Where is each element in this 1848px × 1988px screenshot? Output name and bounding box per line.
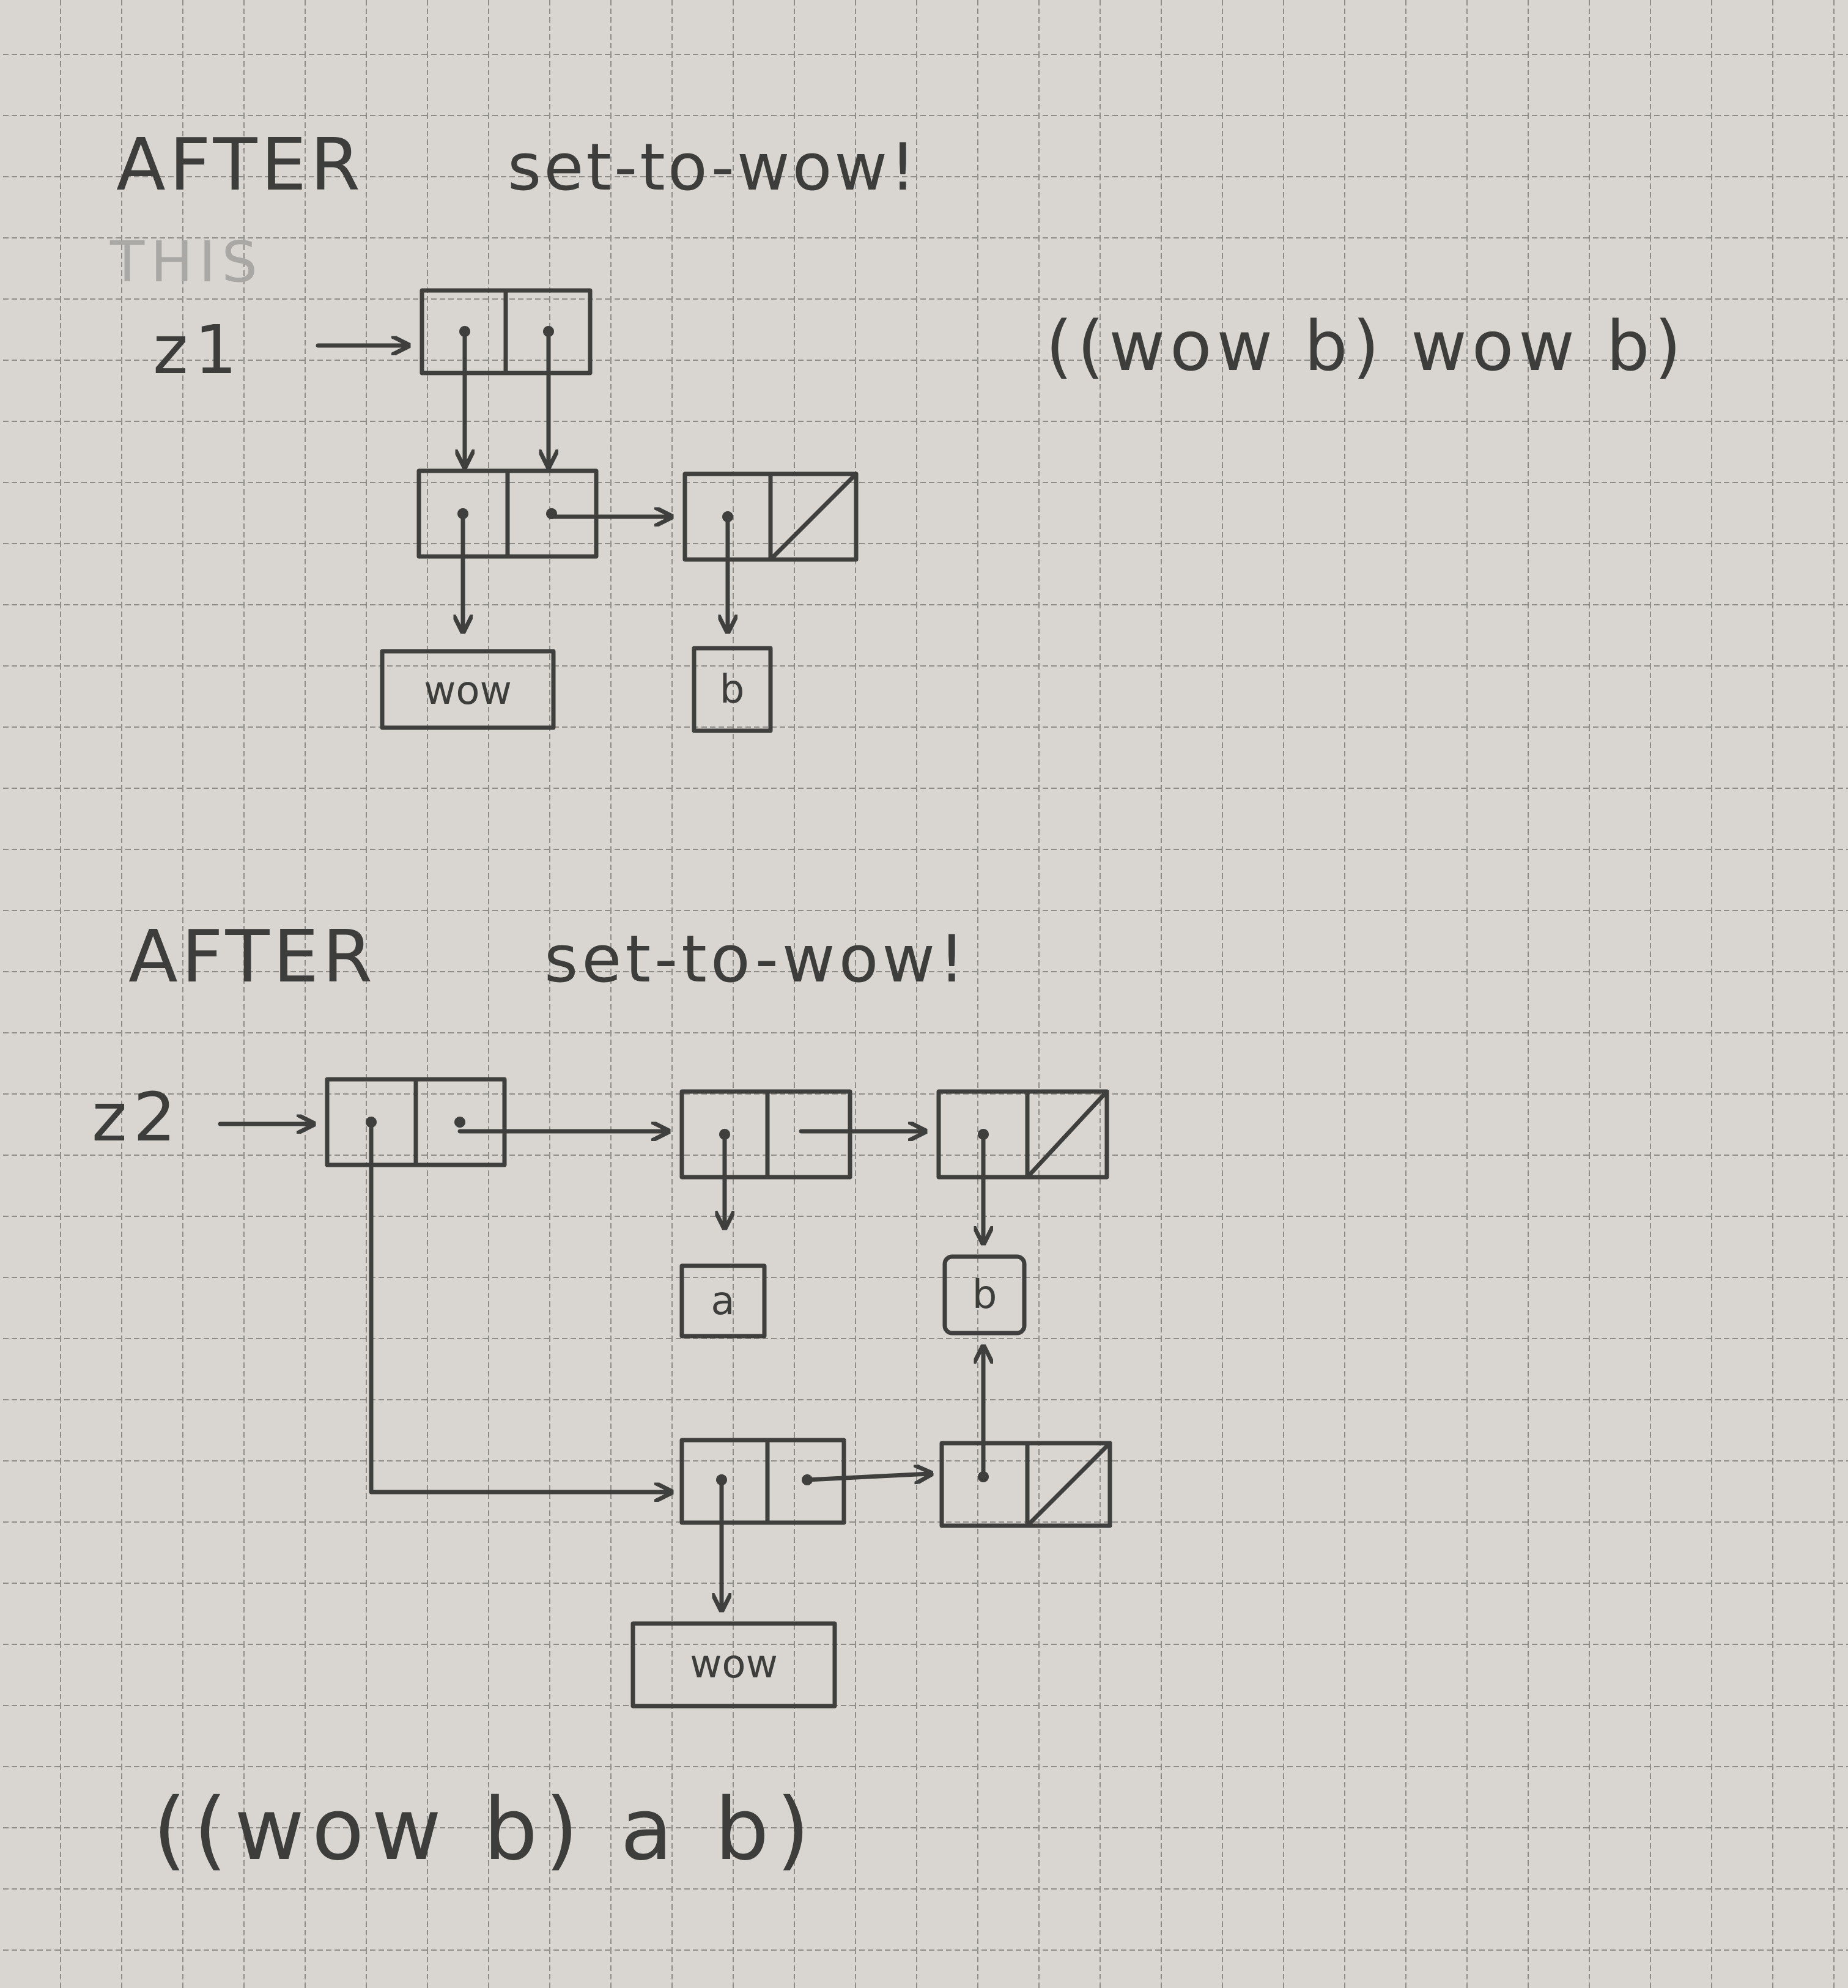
var-label-z1: z1	[153, 311, 243, 389]
svg-text:wow: wow	[424, 668, 512, 714]
title-operation-2: set-to-wow!	[544, 922, 969, 997]
title-after-1: AFTER	[116, 122, 364, 207]
scratch-erased-text: THIS	[109, 229, 264, 295]
atom-a: a	[679, 1263, 767, 1339]
cons-cell-shared-x	[416, 468, 599, 559]
atom-wow-2: wow	[630, 1621, 837, 1709]
pointer-top-car-2	[369, 1120, 670, 1492]
cons-cell-b-nil-3	[939, 1441, 1112, 1528]
result-list-z2: ((wow b) a b)	[153, 1780, 817, 1880]
var-label-z2: z2	[92, 1078, 182, 1156]
atom-b-1: b	[692, 646, 773, 733]
diagram-z1: AFTER set-to-wow! THIS z1	[109, 122, 1686, 733]
atom-wow-1: wow	[380, 649, 556, 730]
pointer-wow-cdr	[805, 1474, 930, 1480]
title-operation-1: set-to-wow!	[508, 130, 918, 205]
atom-b-2: b	[942, 1254, 1027, 1336]
cons-cell-z2-top	[325, 1077, 507, 1167]
cons-cell-b-nil-2	[936, 1089, 1109, 1180]
svg-text:b: b	[720, 667, 745, 712]
svg-text:b: b	[972, 1273, 997, 1318]
svg-text:a: a	[711, 1279, 734, 1324]
svg-text:wow: wow	[690, 1642, 778, 1687]
result-list-z1: ((wow b) wow b)	[1046, 307, 1686, 386]
cons-cell-wow	[679, 1438, 846, 1525]
title-after-2: AFTER	[128, 914, 376, 999]
diagram-z2: AFTER set-to-wow! z2	[92, 914, 1112, 1880]
